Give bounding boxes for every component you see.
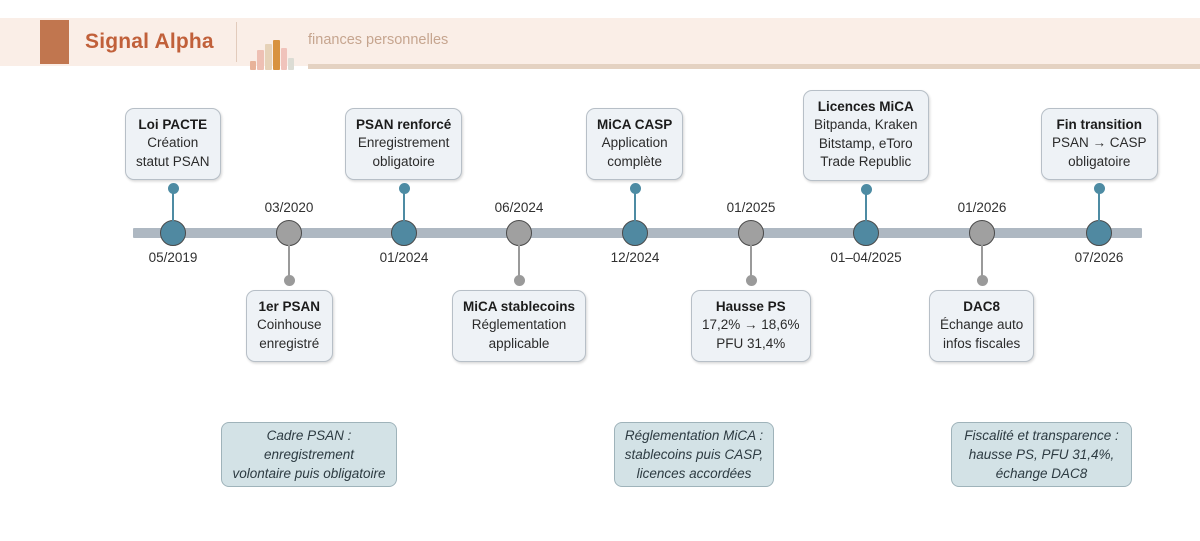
app-header: Signal Alpha finances personnelles <box>0 18 1200 70</box>
header-subtitle: finances personnelles <box>308 32 449 48</box>
summary-box: Réglementation MiCA : stablecoins puis CA… <box>614 422 774 487</box>
timeline-connector <box>750 245 752 280</box>
event-card[interactable]: 1er PSAN Coinhouse enregistré <box>246 290 333 362</box>
event-card-title: DAC8 <box>963 299 1001 314</box>
event-card-line: 17,2% → 18,6% <box>702 317 800 332</box>
timeline-connector-dot <box>860 183 872 195</box>
timeline-connector-dot <box>976 275 988 286</box>
event-card-line: enregistré <box>259 335 320 351</box>
summary-line: volontaire puis obligatoire <box>232 466 386 481</box>
timeline-marker[interactable] <box>969 220 995 246</box>
event-card-line: obligatoire <box>372 153 435 169</box>
event-card-line: Application <box>601 135 668 150</box>
timeline-connector <box>518 245 520 280</box>
summary-line: stablecoins puis CASP, <box>624 447 764 462</box>
event-card-line: infos fiscales <box>943 335 1021 351</box>
event-card-line: Trade Republic <box>820 154 912 169</box>
timeline-date-label: 01/2024 <box>379 250 429 265</box>
event-card-line: Réglementation <box>471 317 567 332</box>
timeline-marker[interactable] <box>738 220 764 246</box>
timeline-date-label: 06/2024 <box>494 200 544 215</box>
summary-line: enregistrement <box>263 447 355 462</box>
event-card-line: Création <box>147 135 199 150</box>
timeline-connector-dot <box>629 183 641 194</box>
timeline-marker[interactable] <box>1086 220 1112 246</box>
timeline-connector <box>865 188 867 221</box>
timeline-connector <box>288 245 290 280</box>
header-divider <box>236 22 237 62</box>
header-accent-block <box>40 20 69 64</box>
summary-line: Fiscalité et transparence : <box>964 428 1119 443</box>
timeline-date-label: 12/2024 <box>610 250 660 265</box>
summary-line: Cadre PSAN : <box>266 428 352 443</box>
event-card-line: obligatoire <box>1068 153 1131 169</box>
timeline-date-label: 05/2019 <box>148 250 198 265</box>
summary-line: Réglementation MiCA : <box>624 428 764 443</box>
event-card-title: MiCA CASP <box>597 117 673 132</box>
event-card-line: Échange auto <box>940 317 1024 332</box>
event-card-line: Coinhouse <box>257 317 322 332</box>
timeline-connector <box>981 245 983 280</box>
event-card-title: Hausse PS <box>715 299 786 314</box>
timeline-marker[interactable] <box>391 220 417 246</box>
timeline-date-label: 07/2026 <box>1074 250 1124 265</box>
timeline-connector-dot <box>167 183 179 194</box>
timeline-connector-dot <box>283 275 295 286</box>
timeline-connector <box>403 188 405 221</box>
event-card-title: Licences MiCA <box>817 99 914 114</box>
page-title: Signal Alpha <box>85 30 214 53</box>
event-card-line: Bitpanda, Kraken <box>814 117 918 132</box>
summary-line: hausse PS, PFU 31,4%, <box>968 447 1115 462</box>
bar-chart-icon <box>250 40 294 70</box>
summary-line: échange DAC8 <box>995 466 1088 481</box>
timeline-connector-dot <box>745 275 757 286</box>
summary-box: Fiscalité et transparence : hausse PS, PF… <box>951 422 1132 487</box>
event-card-line: PFU 31,4% <box>716 335 786 351</box>
event-card-line: Bitstamp, eToro <box>818 135 913 151</box>
event-card-title: MiCA stablecoins <box>463 299 576 314</box>
event-card-line: complète <box>607 153 663 169</box>
timeline-connector-dot <box>1093 183 1105 194</box>
event-card-line: applicable <box>488 335 550 351</box>
timeline-date-label: 03/2020 <box>264 200 314 215</box>
timeline-connector-dot <box>398 183 410 194</box>
timeline-connector <box>634 188 636 221</box>
event-card-line: Enregistrement <box>357 135 450 150</box>
timeline-connector-dot <box>513 275 525 286</box>
event-card-line: PSAN → CASP <box>1052 135 1147 150</box>
event-card-title: Fin transition <box>1056 117 1143 132</box>
event-card[interactable]: Loi PACTE Création statut PSAN <box>125 108 221 180</box>
timeline-date-label: 01/2026 <box>957 200 1007 215</box>
timeline-date-label: 01/2025 <box>726 200 776 215</box>
timeline-marker[interactable] <box>506 220 532 246</box>
timeline-marker[interactable] <box>276 220 302 246</box>
event-card[interactable]: Hausse PS 17,2% → 18,6% PFU 31,4% <box>691 290 811 362</box>
event-card-title: PSAN renforcé <box>356 117 452 132</box>
event-card-title: Loi PACTE <box>138 117 208 132</box>
timeline-connector <box>172 188 174 221</box>
timeline-marker[interactable] <box>160 220 186 246</box>
timeline-marker[interactable] <box>622 220 648 246</box>
timeline-date-label: 01–04/2025 <box>830 250 902 265</box>
event-card-line: statut PSAN <box>136 153 210 169</box>
timeline-connector <box>1098 188 1100 221</box>
timeline-marker[interactable] <box>853 220 879 246</box>
header-rule <box>308 64 1200 69</box>
event-card-title: 1er PSAN <box>258 299 321 314</box>
summary-box: Cadre PSAN : enregistrement volontaire pui… <box>221 422 397 487</box>
event-card[interactable]: MiCA CASP Application complète <box>586 108 684 180</box>
summary-line: licences accordées <box>636 466 752 481</box>
